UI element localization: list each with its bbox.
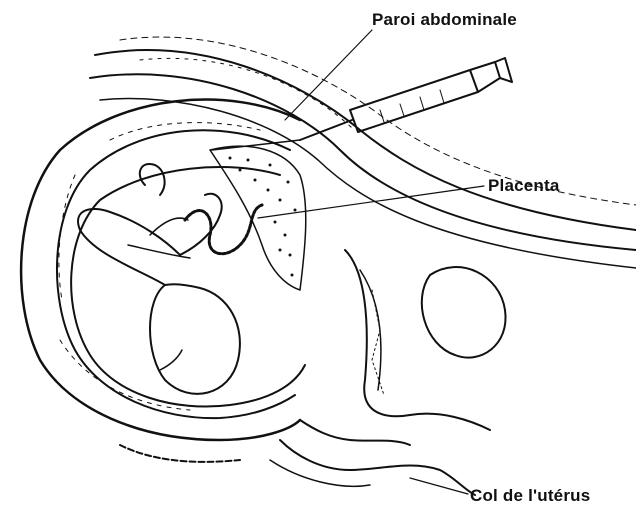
amniotic-sac <box>71 167 305 407</box>
leader-line-cervix <box>410 478 468 494</box>
abdominal-wall <box>90 37 636 268</box>
label-abdominal-wall: Paroi abdominale <box>372 10 517 30</box>
uterus-wall <box>21 100 300 440</box>
leader-lines <box>258 30 484 494</box>
syringe <box>300 58 512 140</box>
vaginal-canal <box>345 250 490 430</box>
pelvic-structure <box>120 445 240 462</box>
label-placenta: Placenta <box>488 176 560 196</box>
cervix-shape <box>270 420 475 495</box>
umbilical-cord <box>185 205 262 254</box>
bladder <box>422 267 506 358</box>
label-cervix: Col de l'utérus <box>470 486 590 506</box>
